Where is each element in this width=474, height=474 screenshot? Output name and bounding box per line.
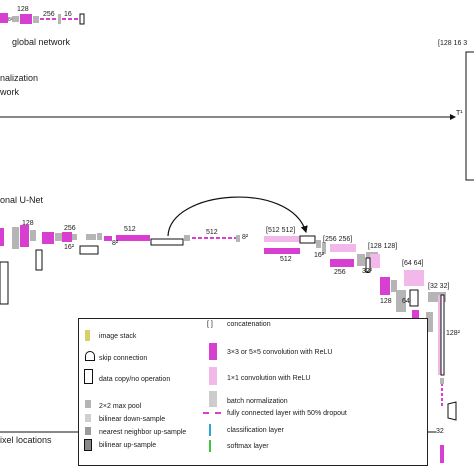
output-box — [465, 51, 474, 181]
label-512b: 512 — [206, 229, 218, 236]
image-stack-outline — [0, 261, 9, 305]
label-256a: 256 — [64, 225, 76, 232]
label-32: 32 — [436, 428, 444, 435]
concatenation-symbol: [ ] — [207, 321, 213, 328]
bracket-label: [128 16 3 — [438, 40, 468, 47]
label-256: 256 — [43, 11, 55, 18]
label-128sq: 128² — [446, 330, 461, 337]
label-128-128: [128 128] — [368, 243, 398, 250]
normalization-label: nalization — [0, 73, 39, 83]
legend-batch-norm: batch normalization — [227, 398, 288, 405]
pool-block — [12, 16, 19, 22]
label-256-256: [256 256] — [323, 236, 353, 243]
max-pool-swatch — [85, 400, 91, 408]
label-16sq-b: 16² — [314, 252, 325, 259]
global-network-label: global network — [12, 37, 71, 47]
legend-max-pool: 2×2 max pool — [99, 403, 142, 410]
conv-block — [0, 13, 8, 23]
legend-bilinear-up: bilinear up-sample — [99, 442, 157, 449]
conv3x3-swatch — [209, 343, 217, 360]
norm-block — [58, 14, 61, 24]
label-512a: 512 — [124, 226, 136, 233]
label-256b: 256 — [334, 269, 346, 276]
label-512d: 512 — [280, 256, 292, 263]
label-128a: 128 — [22, 220, 34, 227]
label-128b: 128 — [380, 298, 392, 305]
bilinear-up-swatch — [84, 439, 92, 451]
batch-norm-swatch — [209, 391, 217, 407]
norm-block — [33, 16, 39, 23]
image-stack-swatch — [85, 330, 90, 341]
label-8sq-b: 8² — [242, 234, 249, 241]
legend-concatenation: concatenation — [227, 321, 271, 328]
global-network-row — [0, 13, 85, 25]
label-32sq: 32² — [362, 268, 373, 275]
legend-bilinear-down: bilinear down-sample — [99, 416, 166, 423]
label-16sq-a: 16² — [64, 244, 75, 251]
label-128: 128 — [17, 6, 29, 13]
copy-block — [79, 13, 85, 25]
label-32-32: [32 32] — [428, 283, 450, 290]
label-64-64: [64 64] — [402, 260, 424, 267]
pixel-locations-label: ixel locations — [0, 435, 52, 445]
legend-nearest-up: nearest neighbor up-sample — [99, 429, 187, 436]
legend-conv1x1: 1×1 convolution with ReLU — [227, 375, 311, 382]
conv1x1-swatch — [209, 367, 217, 385]
legend-conv3x3: 3×3 or 5×5 convolution with ReLU — [227, 349, 333, 356]
unet-title: onal U-Net — [0, 195, 44, 205]
legend: image stack skip connection data copy/no… — [78, 318, 428, 466]
conv-block — [20, 14, 32, 24]
label-64a: 64 — [402, 298, 410, 305]
network-label: work — [0, 87, 20, 97]
skip-connection-arc — [167, 196, 308, 237]
skip-connection-swatch — [85, 351, 95, 361]
legend-skip-connection: skip connection — [99, 355, 148, 362]
legend-classification: classification layer — [227, 427, 284, 434]
label-16: 16 — [64, 11, 72, 18]
nearest-up-swatch — [85, 427, 91, 435]
label-512-512: [512 512] — [266, 227, 296, 234]
legend-image-stack: image stack — [99, 333, 137, 340]
legend-fc-dropout: fully connected layer with 50% dropout — [227, 410, 347, 417]
legend-softmax: softmax layer — [227, 443, 269, 450]
legend-data-copy: data copy/no operation — [99, 376, 171, 383]
label-8sq: 8² — [8, 17, 13, 23]
classification-swatch — [209, 424, 211, 436]
t-sup-label: T¹ — [456, 110, 463, 117]
unet-decoder — [264, 235, 457, 463]
softmax-swatch — [209, 440, 211, 452]
label-8sq-a: 8² — [112, 240, 119, 247]
data-copy-swatch — [84, 369, 93, 384]
fc-dropout-swatch — [203, 412, 221, 414]
bilinear-down-swatch — [85, 414, 91, 422]
unet-encoder — [0, 225, 240, 271]
